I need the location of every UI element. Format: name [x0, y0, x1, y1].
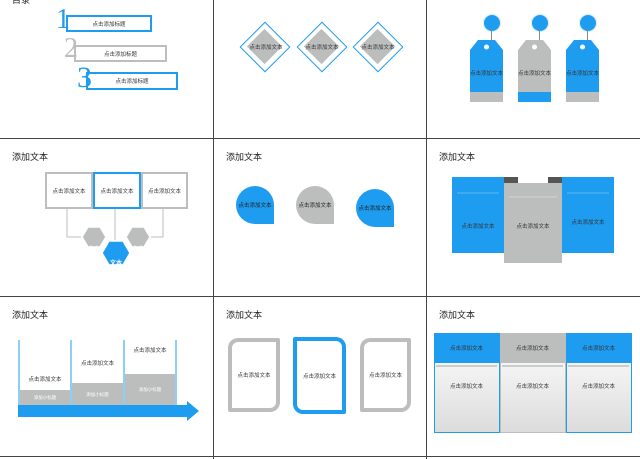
panel-label: 点击添加文本 [516, 224, 550, 230]
column-body: 点击添加文本 [515, 384, 549, 390]
slide-thumb-diamonds[interactable]: 点击添加文本 点击添加文本 点击添加文本 [214, 0, 426, 138]
slide-title: 添加文本 [439, 311, 476, 321]
frame-1: 点击添加文本 [228, 338, 280, 412]
tag-3 [566, 40, 599, 102]
slide-thumb-drops[interactable]: 添加文本 点击添加文本 点击添加文本 点击添加文本 [214, 139, 426, 296]
diamond-label: 点击添加文本 [361, 45, 395, 51]
slide-thumb-panels[interactable]: 添加文本 点击添加文本 点击添加文本 点击添加文本 [427, 139, 640, 296]
column-head-label: 点击添加文本 [581, 346, 615, 352]
hex-label-center: 文本 [109, 259, 122, 267]
step-label: 点击添加文本 [133, 348, 167, 354]
title-label: 点击添加标题 [115, 79, 149, 85]
column-body: 点击添加文本 [581, 384, 615, 390]
step-subtitle: 添加小标题 [33, 395, 57, 401]
tag-string [587, 30, 588, 43]
column-head: 点击添加文本 [566, 333, 631, 363]
grid-divider [0, 456, 640, 457]
column-arrows [436, 365, 629, 367]
frame-label: 点击添加文本 [237, 373, 271, 379]
step-label: 点击添加文本 [28, 377, 62, 383]
hex-label-left: 文本 [87, 245, 100, 253]
number-3: 3 [77, 61, 92, 94]
grid-divider [426, 0, 427, 459]
slide-thumb-frames[interactable]: 添加文本 点击添加文本 点击添加文本 点击添加文本 [214, 297, 426, 456]
box-label: 点击添加文本 [52, 188, 86, 195]
title-box-3: 点击添加标题 [86, 72, 178, 90]
tag-string [539, 30, 540, 43]
slide-title: 添加文本 [12, 311, 49, 321]
tag-circle [483, 14, 501, 32]
title-box-1: 点击添加标题 [66, 15, 152, 32]
grid-divider [0, 138, 640, 139]
slide-title: 添加文本 [226, 153, 263, 163]
tag-circle [531, 14, 549, 32]
slide-title: 添加文本 [439, 153, 476, 163]
frame-2: 点击添加文本 [293, 337, 346, 414]
slide-thumb-tags[interactable]: 点击添加文本 点击添加文本 点击添加文本 [427, 0, 640, 138]
drop-shape [236, 186, 274, 224]
panel-label: 点击添加文本 [461, 224, 495, 230]
box-label: 点击添加文本 [100, 188, 134, 195]
tag-string [491, 30, 492, 43]
slide-title: 添加文本 [226, 311, 263, 321]
frame-3: 点击添加文本 [360, 338, 411, 412]
tag-1 [470, 40, 503, 102]
tag-label: 点击添加文本 [517, 71, 551, 77]
slide-thumb-numbered[interactable]: 目录 1 点击添加标题 2 点击添加标题 3 点击添加标题 [0, 0, 213, 138]
tag-circle [579, 14, 597, 32]
diamond-label: 点击添加文本 [249, 45, 283, 51]
drop-label: 点击添加文本 [358, 206, 392, 212]
title-label: 点击添加标题 [92, 21, 126, 28]
grid-divider [213, 0, 214, 459]
slide-thumb-columns[interactable]: 添加文本 点击添加文本 点击添加文本 点击添加文本 点击添加文本 点击添加文本 … [427, 297, 640, 456]
column-head: 点击添加文本 [434, 333, 499, 363]
panel-label: 点击添加文本 [571, 220, 605, 226]
slide-title: 添加文本 [12, 153, 49, 163]
drop-shape [296, 186, 334, 224]
text-box-2: 点击添加文本 [93, 172, 141, 209]
box-label: 点击添加文本 [147, 188, 181, 195]
column-head: 点击添加文本 [500, 333, 565, 363]
column-body: 点击添加文本 [449, 384, 483, 390]
title-box-2: 点击添加标题 [74, 45, 167, 62]
grid-divider [0, 296, 640, 297]
column-head-label: 点击添加文本 [449, 346, 483, 352]
diamond-label: 点击添加文本 [305, 45, 339, 51]
column-head-label: 点击添加文本 [515, 346, 549, 352]
slide-title: 目录 [12, 0, 31, 6]
frame-label: 点击添加文本 [368, 373, 402, 379]
tag-label: 点击添加文本 [565, 71, 599, 77]
text-box-1: 点击添加文本 [45, 172, 93, 209]
step-subtitle: 添加小标题 [86, 392, 109, 398]
text-box-3: 点击添加文本 [141, 172, 188, 209]
folded-panels [452, 177, 614, 263]
frame-label: 点击添加文本 [302, 373, 336, 380]
drop-label: 点击添加文本 [238, 203, 272, 209]
slide-thumb-steps[interactable]: 添加文本 点击添加文本 点击添加文本 点击添加文本 添加小标题 添加小标题 添加… [0, 297, 213, 456]
step-label: 点击添加文本 [80, 361, 114, 367]
hex-connectors [66, 209, 164, 266]
drop-label: 点击添加文本 [298, 203, 332, 209]
tag-2 [518, 40, 551, 102]
steps-graphic [18, 340, 199, 421]
hex-label-right: 文本 [131, 245, 144, 253]
title-label: 点击添加标题 [103, 51, 137, 58]
slide-thumb-hexagons[interactable]: 添加文本 点击添加文本 点击添加文本 点击添加文本 文本 文本 文本 [0, 139, 213, 296]
tag-label: 点击添加文本 [469, 71, 503, 77]
step-subtitle: 添加小标题 [138, 387, 162, 393]
drop-shape [356, 189, 394, 227]
